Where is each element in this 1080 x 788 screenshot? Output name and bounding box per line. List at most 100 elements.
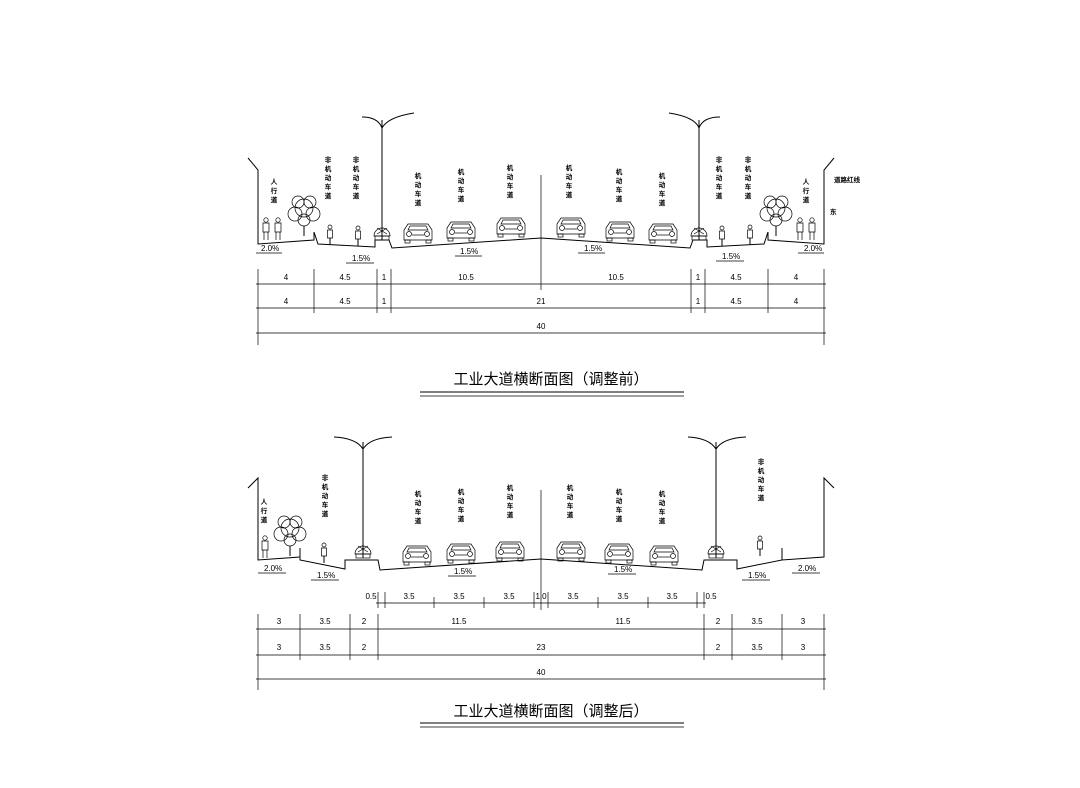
car-icon (402, 545, 432, 566)
motor-label: 机动车道 (616, 487, 623, 523)
dim-value: 3.5 (666, 592, 678, 601)
non-motor-label: 非机动车道 (758, 457, 765, 502)
non-motor-label: 非机动车道 (322, 473, 329, 518)
dim-value: 0.5 (365, 592, 377, 601)
motor-label: 机动车道 (616, 167, 623, 203)
pedestrian-icon (796, 217, 804, 241)
motor-label: 机动车道 (659, 489, 666, 525)
dim-value: 4 (284, 297, 289, 306)
cyclist-icon (327, 224, 333, 246)
dim-value: 2 (716, 643, 721, 652)
red-line-label: 道路红线 (834, 175, 861, 184)
car-icon (446, 543, 476, 564)
pedestrian-icon (274, 217, 282, 241)
motor-label: 机动车道 (567, 483, 574, 519)
dim-value: 3.5 (751, 643, 763, 652)
slope-label: 1.5% (352, 254, 370, 263)
car-icon (496, 217, 526, 238)
dim-value: 1 (382, 297, 387, 306)
sidewalk-label-left: 人行道 (270, 177, 278, 204)
slope-label: 2.0% (798, 564, 816, 573)
car-icon (648, 223, 678, 244)
cyclist-icon (719, 225, 725, 247)
non-motor-label: 非机动车道 (745, 155, 752, 200)
car-icon (649, 545, 679, 566)
slope-label: 1.5% (722, 252, 740, 261)
pedestrian-icon (262, 217, 270, 241)
street-lamp-left-before (361, 112, 415, 241)
dim-value: 3.5 (403, 592, 415, 601)
sidewalk-label-right: 人行道 (802, 177, 810, 204)
dim-value: 3.5 (503, 592, 515, 601)
non-motor-label: 非机动车道 (716, 155, 723, 200)
dim-value: 21 (537, 297, 546, 306)
dim-value: 10.5 (458, 273, 474, 282)
dim-value: 4 (794, 273, 799, 282)
dim-value: 4 (284, 273, 289, 282)
car-icon (556, 541, 586, 562)
street-lamp-left-after (333, 436, 393, 559)
street-lamp-right-before (668, 112, 721, 241)
cyclist-icon (757, 535, 763, 557)
side-mark-label: 东 (830, 207, 837, 216)
slope-marks-after: 2.0% 1.5% 1.5% 1.5% 1.5% 2.0% (258, 564, 820, 581)
dim-value: 3 (801, 643, 806, 652)
car-icon (604, 543, 634, 564)
slope-label: 1.5% (584, 244, 602, 253)
dim-value: 1.0 (535, 592, 547, 601)
slope-label: 2.0% (804, 244, 822, 253)
slope-label: 1.5% (614, 565, 632, 574)
section-title-before: 工业大道横断面图（调整前） (453, 370, 648, 388)
dim-value: 3.5 (567, 592, 579, 601)
section-after: 人行道 非机动车道 机动车道 机动车道 机动车道 机动车道 机动车道 机动车道 … (247, 436, 835, 728)
dim-value: 3 (277, 617, 282, 626)
section-title-after: 工业大道横断面图（调整后） (453, 702, 648, 720)
dim-value: 11.5 (452, 617, 468, 626)
dim-value: 10.5 (608, 273, 624, 282)
dim-value: 2 (362, 643, 367, 652)
dim-value: 0.5 (705, 592, 717, 601)
section-before: 人行道 非机动车道 非机动车道 机动车道 机动车道 机动车道 机动车道 机动车道… (247, 112, 861, 397)
motor-label: 机动车道 (415, 171, 422, 207)
dim-value: 1 (382, 273, 387, 282)
motor-label: 机动车道 (566, 163, 573, 199)
dim-value: 3 (277, 643, 282, 652)
motor-label: 机动车道 (458, 167, 465, 203)
tree-icon (287, 195, 321, 237)
lane-labels-before: 人行道 非机动车道 非机动车道 机动车道 机动车道 机动车道 机动车道 机动车道… (270, 155, 810, 207)
dim-value: 11.5 (616, 617, 632, 626)
motor-label: 机动车道 (415, 489, 422, 525)
slope-label: 1.5% (748, 571, 766, 580)
dim-value: 2 (716, 617, 721, 626)
dimension-lines-after: 0.5 3.5 3.5 3.5 1.0 3.5 3.5 3.5 0.5 (256, 592, 826, 690)
car-icon (495, 541, 525, 562)
dim-value: 2 (362, 617, 367, 626)
dim-value: 3.5 (453, 592, 465, 601)
cyclist-icon (747, 224, 753, 246)
street-lamp-right-after (687, 436, 747, 559)
non-motor-label: 非机动车道 (353, 155, 360, 200)
motor-label: 机动车道 (659, 171, 666, 207)
car-icon (605, 221, 635, 242)
pedestrian-icon (808, 217, 816, 241)
dim-value: 4.5 (730, 297, 742, 306)
motor-label: 机动车道 (458, 487, 465, 523)
dim-total: 40 (537, 668, 546, 677)
dim-value: 23 (537, 643, 546, 652)
dim-value: 1 (696, 273, 701, 282)
car-icon (556, 217, 586, 238)
dim-value: 4.5 (339, 273, 351, 282)
dim-value: 4 (794, 297, 799, 306)
sidewalk-label-left: 人行道 (260, 497, 268, 524)
dim-value: 3.5 (319, 643, 331, 652)
slope-label: 1.5% (460, 247, 478, 256)
slope-label: 2.0% (264, 564, 282, 573)
car-icon (446, 221, 476, 242)
lane-labels-after: 人行道 非机动车道 机动车道 机动车道 机动车道 机动车道 机动车道 机动车道 … (260, 457, 765, 525)
tree-icon (273, 515, 307, 557)
dim-value: 1 (696, 297, 701, 306)
pedestrian-icon (261, 535, 269, 559)
dim-value: 3.5 (617, 592, 629, 601)
dim-value: 4.5 (339, 297, 351, 306)
